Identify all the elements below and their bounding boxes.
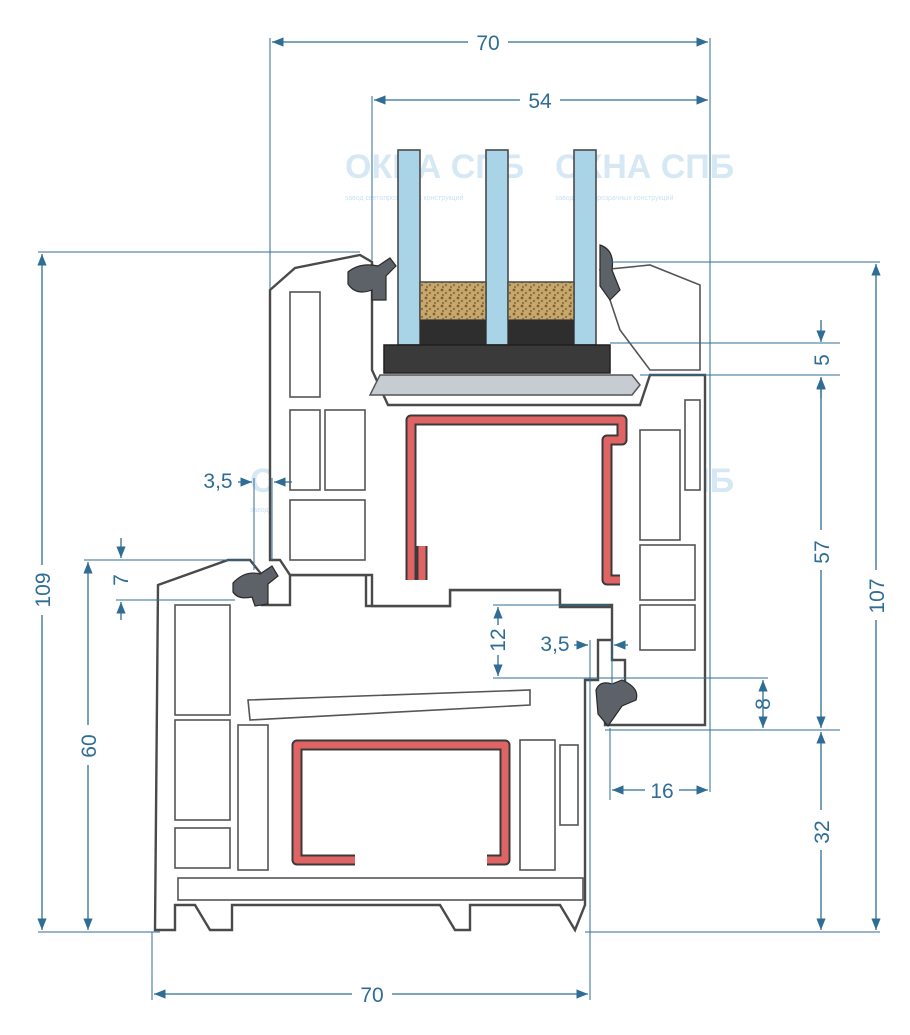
glass-pane	[397, 149, 421, 346]
dimension-label: 70	[360, 984, 383, 1007]
seal	[232, 565, 279, 607]
dimension-label: 54	[528, 90, 552, 113]
glazing-bridge	[368, 374, 641, 396]
seals	[232, 244, 638, 727]
dimension-label: 3,5	[203, 470, 232, 493]
dimension-label: 107	[866, 578, 889, 613]
sealant	[420, 320, 486, 345]
sealant	[508, 320, 574, 345]
dimension-label: 109	[32, 572, 55, 607]
dimension-label: 32	[811, 820, 834, 843]
dimension-label: 3,5	[540, 633, 569, 656]
seal	[599, 244, 621, 301]
dimension-label: 12	[487, 628, 510, 651]
dimension-label: 57	[811, 540, 834, 563]
dimension-label: 16	[650, 780, 673, 803]
seal	[595, 679, 638, 727]
dimension-label: 8	[752, 698, 775, 710]
dimension-label: 7	[110, 574, 133, 586]
spacer-desiccant	[507, 281, 575, 321]
glazing-block	[383, 344, 611, 374]
glass-pane	[485, 149, 509, 346]
watermark-tagline: завод светопрозрачных конструкций	[555, 194, 674, 202]
glazing-unit	[368, 149, 641, 396]
steel-reinforcement	[291, 414, 628, 866]
spacer-desiccant	[419, 281, 487, 321]
glass-pane	[573, 149, 597, 346]
dimension-label: 60	[78, 734, 101, 757]
seal	[347, 257, 397, 301]
sash-profile	[268, 253, 707, 727]
dimension-label: 5	[811, 354, 834, 366]
dimension-annotations: 70 54 109 107 5 57 32	[28, 30, 890, 1007]
dimension-label: 70	[476, 32, 499, 55]
